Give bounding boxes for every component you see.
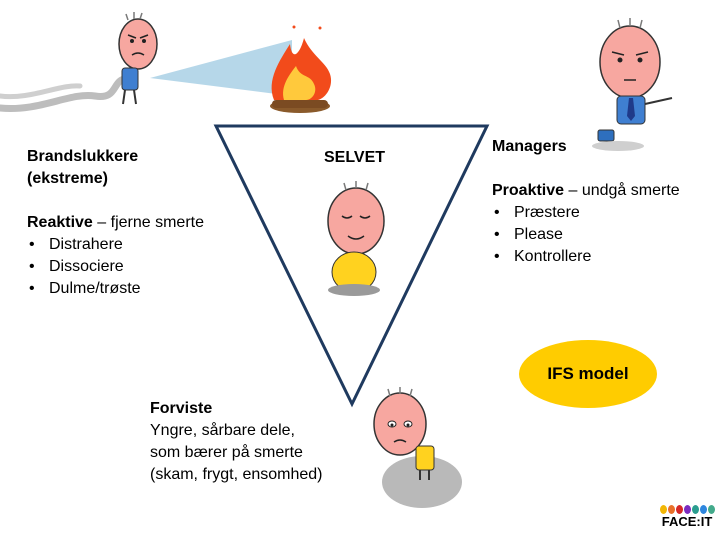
fire-hose: [0, 74, 134, 113]
exiles-heading: Forviste: [150, 400, 213, 417]
reactive-desc: – fjerne smerte: [92, 214, 204, 231]
exile-figure: [373, 387, 462, 508]
firefighters-heading-line2: (ekstreme): [27, 170, 108, 187]
list-item: Distrahere: [27, 234, 247, 256]
logo-dot: [675, 505, 683, 514]
list-item: Kontrollere: [492, 246, 712, 268]
manager-figure: [592, 18, 673, 151]
managers-heading: Managers: [492, 138, 567, 155]
firefighter-figure: [118, 12, 158, 105]
exiles-line: som bærer på smerte: [150, 444, 303, 461]
logo-dot: [699, 505, 707, 514]
exiles-line: Yngre, sårbare dele,: [150, 422, 295, 439]
firefighters-subtitle: Reaktive – fjerne smerte: [27, 212, 247, 234]
firefighters-block: Brandslukkere (ekstreme) Reaktive – fjer…: [27, 146, 247, 300]
logo-dots: [658, 505, 716, 514]
ifs-model-badge: IFS model: [519, 340, 657, 408]
water-spray: [150, 40, 292, 96]
exiles-line: (skam, frygt, ensomhed): [150, 466, 323, 483]
managers-subtitle: Proaktive – undgå smerte: [492, 180, 712, 202]
proactive-desc: – undgå smerte: [564, 182, 680, 199]
list-item: Dulme/trøste: [27, 278, 247, 300]
exiles-block: Forviste Yngre, sårbare dele, som bærer …: [150, 398, 370, 486]
firefighters-heading-line1: Brandslukkere: [27, 148, 139, 165]
self-title: SELVET: [324, 149, 386, 166]
logo-dot: [667, 505, 675, 514]
logo-dot: [659, 505, 667, 514]
reactive-label: Reaktive: [27, 214, 93, 231]
proactive-label: Proaktive: [492, 182, 565, 199]
self-triangle: [213, 124, 490, 408]
logo-dot: [683, 505, 691, 514]
faceit-logo: FACE:IT: [658, 505, 716, 529]
firefighters-list: Distrahere Dissociere Dulme/trøste: [27, 234, 247, 300]
firefighters-heading: Brandslukkere (ekstreme): [27, 146, 247, 190]
managers-block: Managers Proaktive – undgå smerte Præste…: [492, 136, 712, 268]
managers-list: Præstere Please Kontrollere: [492, 202, 712, 268]
self-figure: [327, 181, 385, 296]
list-item: Please: [492, 224, 712, 246]
campfire: [270, 25, 332, 113]
list-item: Præstere: [492, 202, 712, 224]
logo-dot: [691, 505, 699, 514]
logo-text: FACE:IT: [661, 514, 713, 529]
logo-dot: [707, 505, 715, 514]
list-item: Dissociere: [27, 256, 247, 278]
